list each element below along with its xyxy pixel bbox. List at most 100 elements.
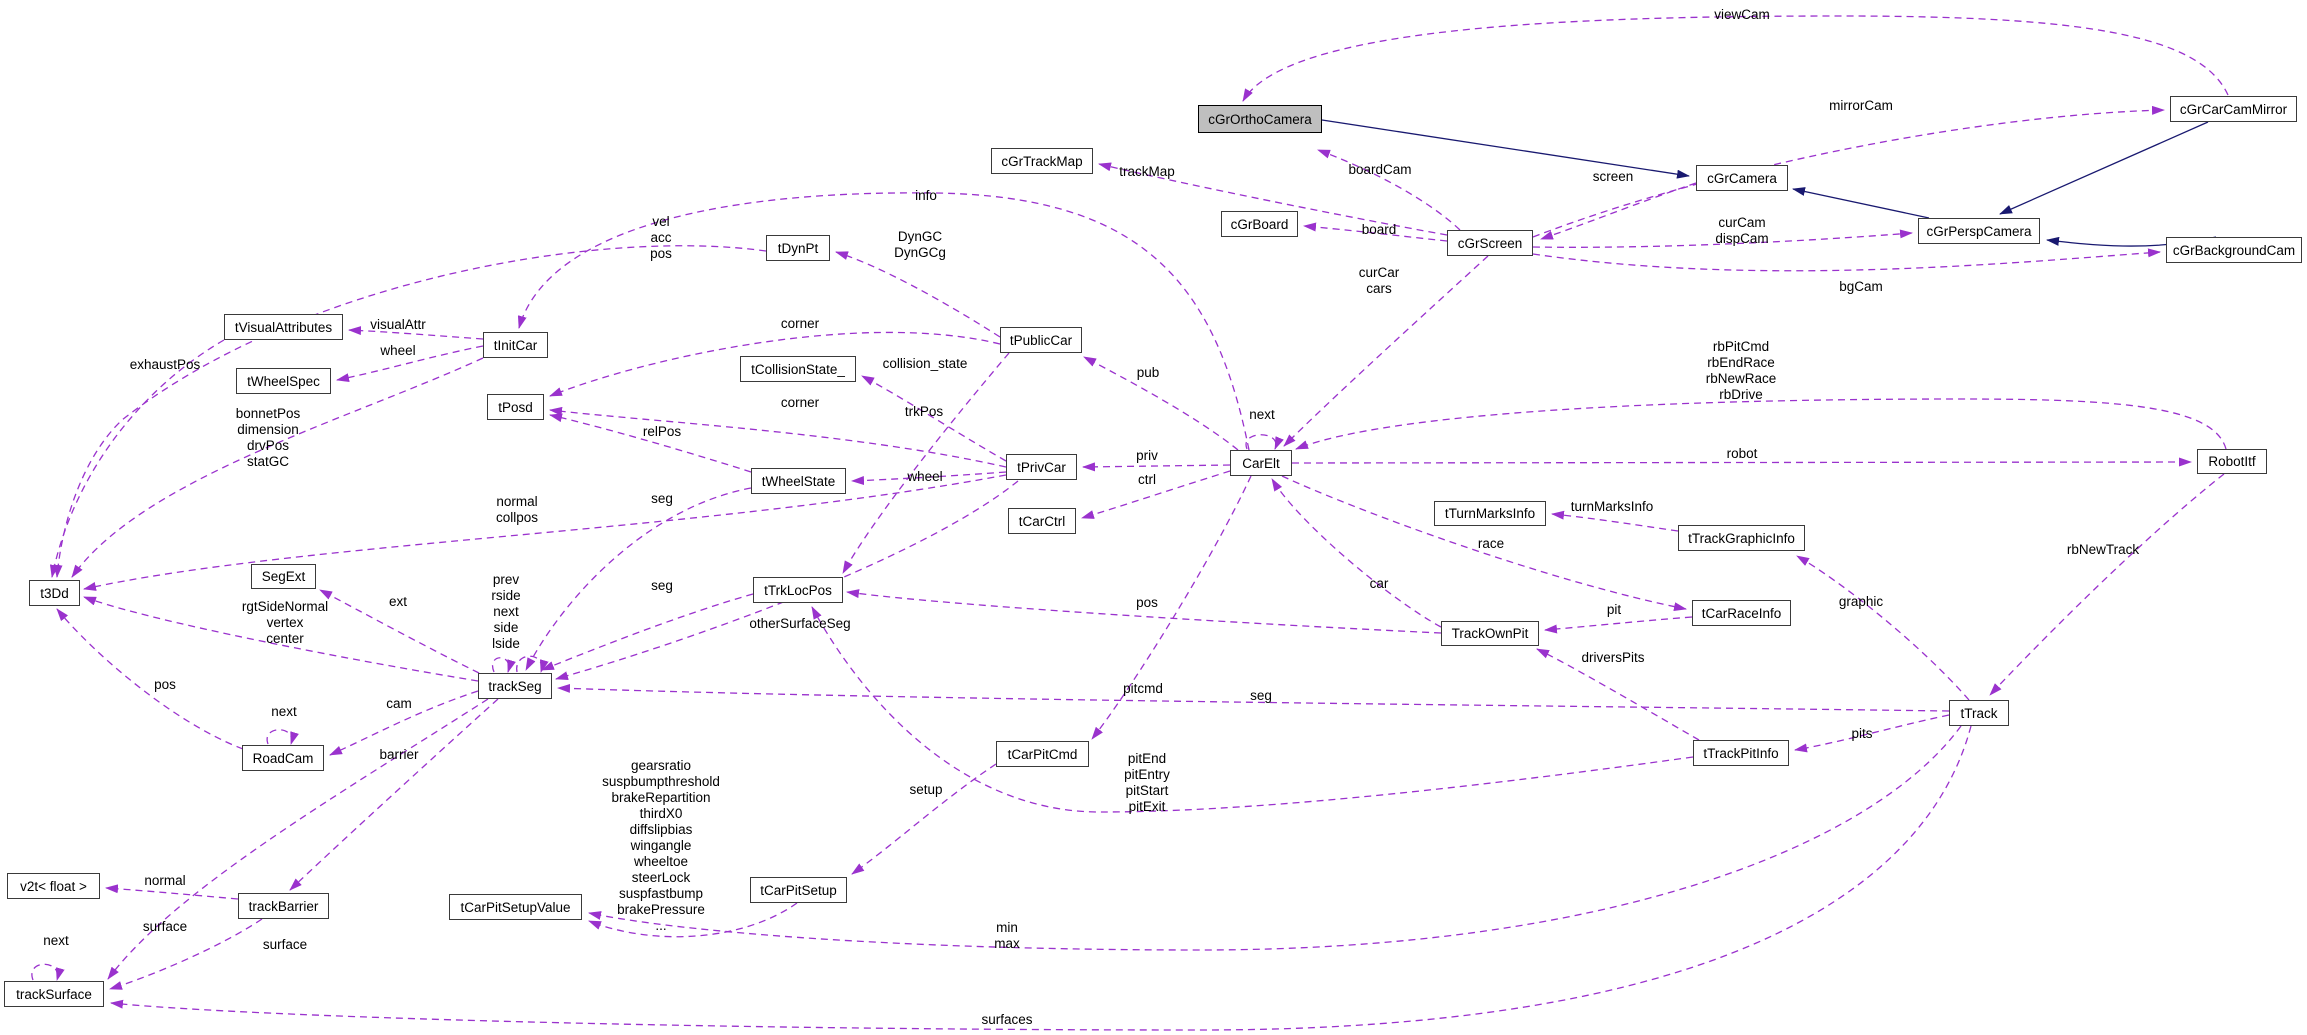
edge-race — [1281, 475, 1687, 612]
node-ttrackpitinfo[interactable]: tTrackPitInfo — [1693, 740, 1789, 766]
edge-label-bgcam: bgCam — [1839, 279, 1883, 294]
edge-label-surface: surface — [142, 919, 188, 934]
node-tturnmarksinfo[interactable]: tTurnMarksInfo — [1434, 501, 1546, 526]
edge-trackmap — [1098, 162, 1448, 236]
node-twheelstate[interactable]: tWheelState — [751, 468, 846, 494]
edge-bgcam — [1532, 248, 2161, 272]
node-tinitcar[interactable]: tInitCar — [483, 332, 548, 358]
edge-label-ext: ext — [388, 594, 408, 609]
node-cgrperspcamera[interactable]: cGrPerspCamera — [1918, 218, 2040, 244]
edge-wheel-priv — [851, 471, 1007, 485]
edge-label-wheel: wheel — [907, 469, 943, 484]
edge-barrier — [289, 698, 499, 891]
edge-pos-ownpit — [846, 589, 1442, 634]
node-cgrbackgroundcam[interactable]: cGrBackgroundCam — [2166, 237, 2302, 263]
edge-label-curcam: curCam dispCam — [1715, 215, 1769, 246]
node-tpubliccar[interactable]: tPublicCar — [1000, 327, 1082, 353]
edge-label-wheel: wheel — [380, 343, 416, 358]
edge-pitcmd — [1091, 475, 1252, 740]
node-tprivcar[interactable]: tPrivCar — [1006, 454, 1077, 480]
edge-robot — [1291, 457, 2192, 467]
edge-trkpos — [842, 352, 1010, 574]
edge-label-setup: setup — [909, 782, 943, 797]
edge-pitend-block — [811, 606, 1694, 813]
edge-label-trackmap: trackMap — [1119, 164, 1175, 179]
edge-normal-barrier — [105, 884, 239, 900]
node-tcarpitcmd[interactable]: tCarPitCmd — [996, 741, 1089, 767]
edge-trackseg-self-b — [516, 655, 549, 673]
node-cgrtrackmap[interactable]: cGrTrackMap — [991, 148, 1093, 174]
node-cgrcarcammirror[interactable]: cGrCarCamMirror — [2170, 96, 2297, 122]
edge-label-seg: seg — [651, 578, 673, 593]
node-robotitf[interactable]: RobotItf — [2197, 449, 2267, 474]
edge-turnmarksinfo — [1551, 510, 1679, 532]
node-tvisualattributes[interactable]: tVisualAttributes — [224, 314, 343, 340]
edge-board — [1303, 222, 1448, 242]
edge-surface-seg — [107, 698, 489, 980]
node-ttrklocpos[interactable]: tTrkLocPos — [753, 577, 843, 603]
edge-label-normal: normal collpos — [495, 494, 539, 525]
edge-label-next: next — [271, 704, 297, 719]
edge-corner-public — [549, 331, 1001, 397]
node-trackbarrier[interactable]: trackBarrier — [238, 893, 329, 919]
edge-label-pos: pos — [1136, 595, 1158, 610]
node-v2t-float[interactable]: v2t< float > — [7, 873, 100, 899]
edge-rb-functions — [1295, 398, 2227, 450]
edge-label-rbpitcmd: rbPitCmd rbEndRace rbNewRace rbDrive — [1705, 339, 1777, 402]
edge-mirrorcam — [1532, 105, 2165, 238]
node-trackseg[interactable]: trackSeg — [478, 673, 552, 699]
edge-label-next: next — [43, 933, 69, 948]
node-ttrack[interactable]: tTrack — [1949, 700, 2009, 726]
node-carelt[interactable]: CarElt — [1230, 450, 1292, 476]
edge-label-rgtsidenormal: rgtSideNormal vertex center — [241, 599, 329, 646]
node-tcarpitsetup[interactable]: tCarPitSetup — [750, 877, 847, 903]
edge-label-bonnetpos: bonnetPos dimension drvPos statGC — [235, 406, 301, 469]
node-tcarraceinfo[interactable]: tCarRaceInfo — [1692, 600, 1791, 626]
edge-label-surface: surface — [262, 937, 308, 952]
edge-setup — [851, 763, 997, 875]
edge-label-exhaustpos: exhaustPos — [129, 357, 201, 372]
edge-label-trkpos: trkPos — [904, 404, 944, 419]
edge-bonnetpos — [71, 357, 484, 578]
node-tcollisionstate[interactable]: tCollisionState_ — [740, 356, 856, 382]
edge-label-graphic: graphic — [1838, 594, 1884, 609]
inherit-carcammirror-perspcamera — [1999, 121, 2209, 215]
node-twheelspec[interactable]: tWheelSpec — [236, 368, 331, 394]
edge-label-robot: robot — [1726, 446, 1758, 461]
edge-rbnewtrack — [1989, 473, 2225, 696]
edge-label-pitcmd: pitcmd — [1123, 681, 1163, 696]
node-tracksurface[interactable]: trackSurface — [4, 981, 104, 1007]
edge-label-ctrl: ctrl — [1138, 472, 1156, 487]
node-tcarpitsetupvalue[interactable]: tCarPitSetupValue — [449, 894, 582, 920]
edge-seg-wheelstate — [525, 487, 752, 671]
edge-label-vel: vel acc pos — [650, 214, 672, 261]
node-roadcam[interactable]: RoadCam — [242, 745, 324, 771]
edge-label-corner: corner — [780, 316, 820, 331]
edge-trackseg-self-a — [491, 657, 516, 673]
node-cgrorthocamera[interactable]: cGrOrthoCamera — [1198, 105, 1322, 133]
node-tdynpt[interactable]: tDynPt — [766, 235, 830, 261]
edge-label-min: min max — [994, 920, 1020, 951]
node-tcarctrl[interactable]: tCarCtrl — [1008, 508, 1076, 534]
node-segext[interactable]: SegExt — [251, 564, 316, 589]
edge-seg-trklocpos — [541, 593, 754, 671]
edge-label-next: next — [1249, 407, 1275, 422]
edge-roadcam-self — [266, 729, 299, 745]
node-tposd[interactable]: tPosd — [487, 394, 544, 420]
inherit-perspcamera-camera — [1792, 187, 1930, 219]
edge-surfaces — [110, 725, 1972, 1031]
node-cgrcamera[interactable]: cGrCamera — [1696, 165, 1788, 191]
edge-driverspits — [1536, 648, 1700, 741]
edge-min-max — [588, 725, 1962, 951]
node-ttrackgraphicinfo[interactable]: tTrackGraphicInfo — [1678, 525, 1805, 551]
node-cgrscreen[interactable]: cGrScreen — [1447, 230, 1533, 256]
node-t3dd[interactable]: t3Dd — [29, 580, 80, 606]
edge-surface-barrier — [109, 918, 263, 990]
node-trackownpit[interactable]: TrackOwnPit — [1441, 621, 1539, 646]
edge-label-pitend: pitEnd pitEntry pitStart pitExit — [1124, 751, 1170, 814]
edge-corner-priv — [549, 406, 1007, 468]
edge-wheel-init — [336, 345, 484, 383]
node-cgrboard[interactable]: cGrBoard — [1221, 211, 1298, 237]
